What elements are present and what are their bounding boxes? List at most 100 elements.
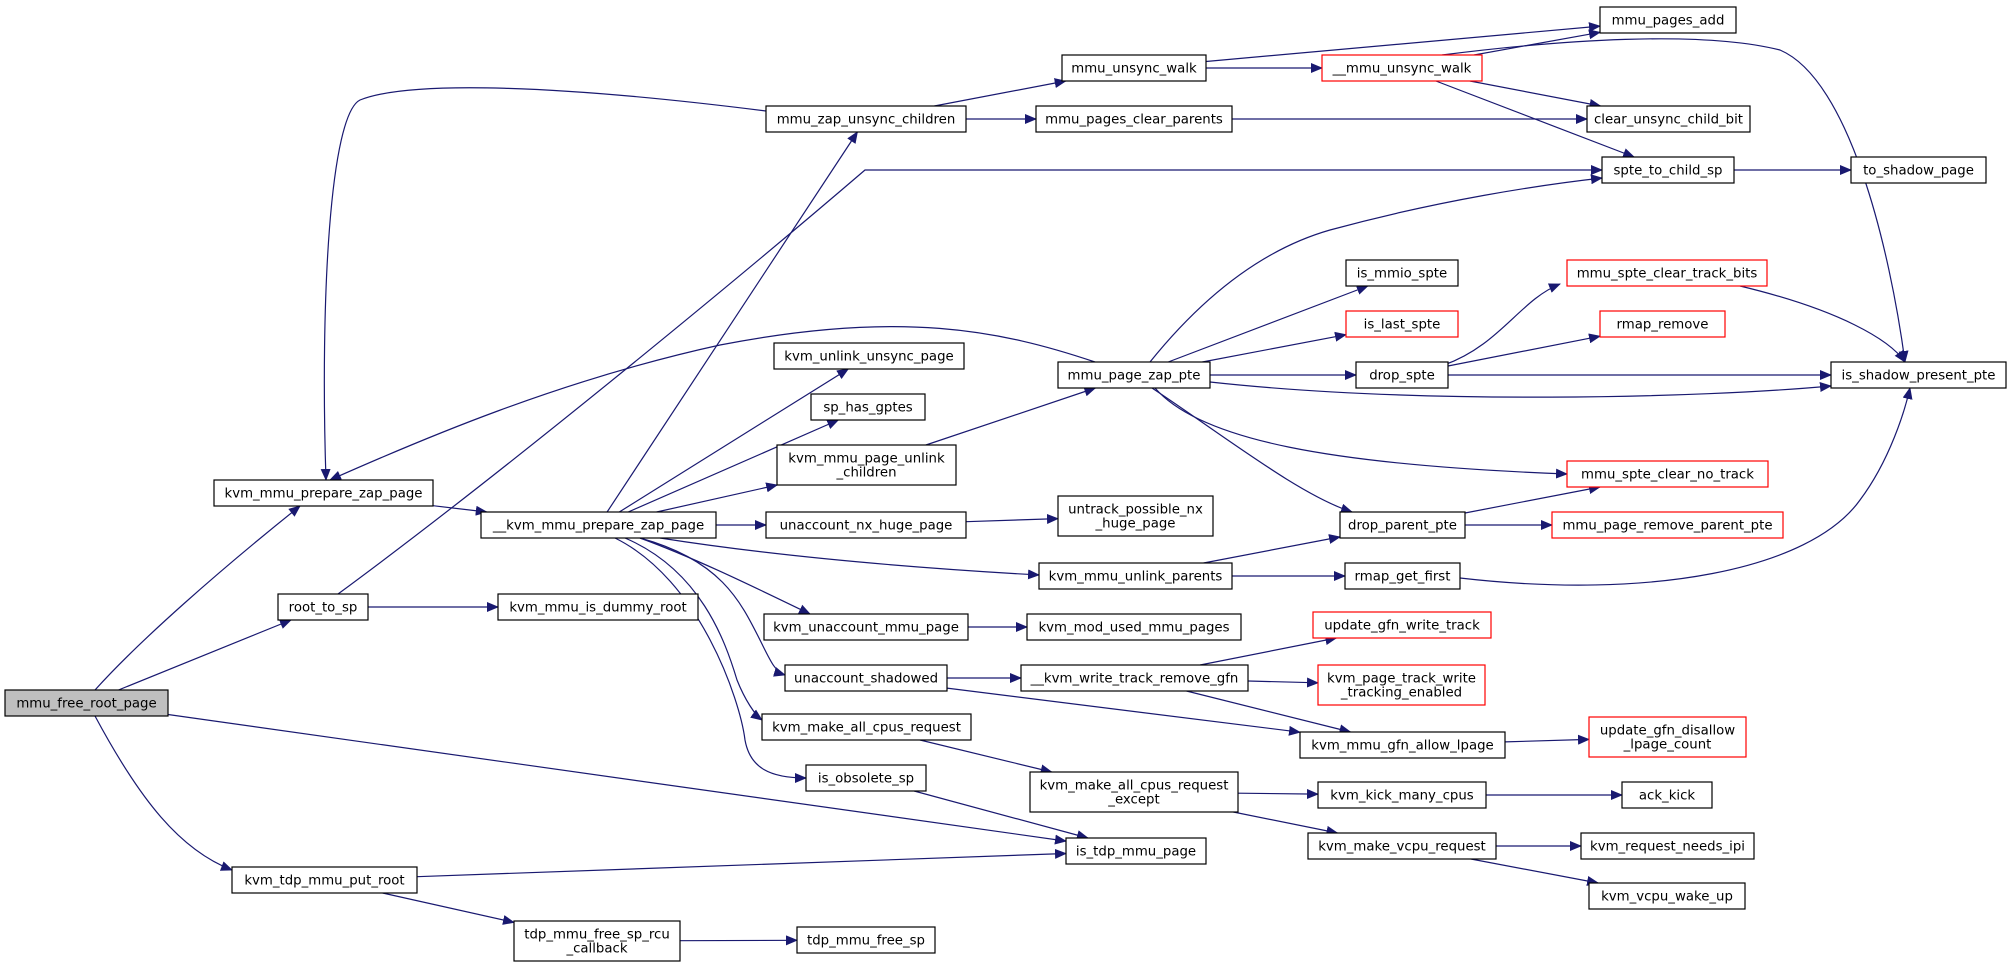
node-box[interactable] — [1065, 837, 1207, 865]
node-box[interactable] — [497, 593, 699, 621]
node-box[interactable] — [1345, 259, 1459, 287]
node-is_last_spte[interactable]: is_last_spte — [1345, 310, 1459, 338]
node-box[interactable] — [765, 511, 967, 539]
node-box[interactable] — [1850, 156, 1987, 184]
node-update_gfn_write_track[interactable]: update_gfn_write_track — [1312, 611, 1492, 639]
node-box[interactable] — [1029, 771, 1239, 813]
node-__mmu_unsync_walk[interactable]: __mmu_unsync_walk — [1321, 54, 1483, 82]
node-box[interactable] — [1599, 310, 1726, 338]
node-kvm_make_vcpu_request[interactable]: kvm_make_vcpu_request — [1307, 832, 1497, 860]
node-box[interactable] — [776, 444, 957, 486]
node-box[interactable] — [1551, 511, 1784, 539]
node-box[interactable] — [1307, 832, 1497, 860]
node-box[interactable] — [765, 105, 967, 133]
node-box[interactable] — [796, 926, 936, 954]
node-kvm_unlink_unsync_page[interactable]: kvm_unlink_unsync_page — [773, 342, 965, 370]
node-box[interactable] — [1035, 105, 1233, 133]
node-ack_kick[interactable]: ack_kick — [1621, 781, 1713, 809]
node-kvm_mmu_page_unlink_children[interactable]: kvm_mmu_page_unlink_children — [776, 444, 957, 486]
node-mmu_pages_add[interactable]: mmu_pages_add — [1599, 6, 1737, 34]
node-unaccount_nx_huge_page[interactable]: unaccount_nx_huge_page — [765, 511, 967, 539]
node-clear_unsync_child_bit[interactable]: clear_unsync_child_bit — [1586, 105, 1751, 133]
node-box[interactable] — [1026, 613, 1242, 641]
node-box[interactable] — [761, 713, 972, 741]
node-box[interactable] — [1588, 882, 1746, 910]
node-mmu_unsync_walk[interactable]: mmu_unsync_walk — [1061, 54, 1207, 82]
node-is_tdp_mmu_page[interactable]: is_tdp_mmu_page — [1065, 837, 1207, 865]
node-untrack_possible_nx_huge_page[interactable]: untrack_possible_nx_huge_page — [1057, 495, 1214, 537]
node-box[interactable] — [1586, 105, 1751, 133]
node-root_to_sp[interactable]: root_to_sp — [277, 593, 369, 621]
node-kvm_tdp_mmu_put_root[interactable]: kvm_tdp_mmu_put_root — [231, 866, 418, 894]
node-kvm_vcpu_wake_up[interactable]: kvm_vcpu_wake_up — [1588, 882, 1746, 910]
node-box[interactable] — [1339, 511, 1466, 539]
node-box[interactable] — [4, 689, 169, 717]
node-tdp_mmu_free_sp_rcu_callback[interactable]: tdp_mmu_free_sp_rcu_callback — [513, 920, 681, 962]
node-rmap_get_first[interactable]: rmap_get_first — [1344, 562, 1461, 590]
node-box[interactable] — [810, 393, 926, 421]
node-is_obsolete_sp[interactable]: is_obsolete_sp — [805, 764, 927, 792]
node-is_mmio_spte[interactable]: is_mmio_spte — [1345, 259, 1459, 287]
node-box[interactable] — [1038, 562, 1233, 590]
node-drop_spte[interactable]: drop_spte — [1355, 361, 1449, 389]
node-rmap_remove[interactable]: rmap_remove — [1599, 310, 1726, 338]
node-box[interactable] — [480, 511, 717, 539]
node-box[interactable] — [1061, 54, 1207, 82]
node-unaccount_shadowed[interactable]: unaccount_shadowed — [784, 664, 948, 692]
node-mmu_zap_unsync_children[interactable]: mmu_zap_unsync_children — [765, 105, 967, 133]
node-kvm_make_all_cpus_request[interactable]: kvm_make_all_cpus_request — [761, 713, 972, 741]
node-box[interactable] — [213, 479, 434, 507]
node-to_shadow_page[interactable]: to_shadow_page — [1850, 156, 1987, 184]
node-box[interactable] — [773, 342, 965, 370]
node-box[interactable] — [1317, 664, 1486, 706]
node-box[interactable] — [784, 664, 948, 692]
node-kvm_mod_used_mmu_pages[interactable]: kvm_mod_used_mmu_pages — [1026, 613, 1242, 641]
node-kvm_mmu_prepare_zap_page[interactable]: kvm_mmu_prepare_zap_page — [213, 479, 434, 507]
node-box[interactable] — [1621, 781, 1713, 809]
node-box[interactable] — [1317, 781, 1487, 809]
node-kvm_make_all_cpus_request_except[interactable]: kvm_make_all_cpus_request_except — [1029, 771, 1239, 813]
node-mmu_page_remove_parent_pte[interactable]: mmu_page_remove_parent_pte — [1551, 511, 1784, 539]
node-box[interactable] — [277, 593, 369, 621]
node-kvm_mmu_is_dummy_root[interactable]: kvm_mmu_is_dummy_root — [497, 593, 699, 621]
node-mmu_free_root_page[interactable]: mmu_free_root_page — [4, 689, 169, 717]
node-box[interactable] — [1588, 716, 1747, 758]
node-box[interactable] — [1057, 361, 1211, 389]
node-box[interactable] — [1355, 361, 1449, 389]
node-__kvm_mmu_prepare_zap_page[interactable]: __kvm_mmu_prepare_zap_page — [480, 511, 717, 539]
node-box[interactable] — [1601, 156, 1735, 184]
node-kvm_kick_many_cpus[interactable]: kvm_kick_many_cpus — [1317, 781, 1487, 809]
node-kvm_unaccount_mmu_page[interactable]: kvm_unaccount_mmu_page — [763, 613, 969, 641]
node-box[interactable] — [1566, 460, 1769, 488]
node-box[interactable] — [1344, 562, 1461, 590]
node-box[interactable] — [1830, 361, 2007, 389]
node-mmu_page_zap_pte[interactable]: mmu_page_zap_pte — [1057, 361, 1211, 389]
node-kvm_mmu_gfn_allow_lpage[interactable]: kvm_mmu_gfn_allow_lpage — [1299, 731, 1506, 759]
node-box[interactable] — [1020, 664, 1249, 692]
node-drop_parent_pte[interactable]: drop_parent_pte — [1339, 511, 1466, 539]
node-box[interactable] — [1312, 611, 1492, 639]
node-spte_to_child_sp[interactable]: spte_to_child_sp — [1601, 156, 1735, 184]
node-box[interactable] — [1599, 6, 1737, 34]
node-box[interactable] — [1299, 731, 1506, 759]
node-box[interactable] — [513, 920, 681, 962]
node-box[interactable] — [1566, 259, 1768, 287]
node-kvm_page_track_write_tracking_enabled[interactable]: kvm_page_track_write_tracking_enabled — [1317, 664, 1486, 706]
node-box[interactable] — [763, 613, 969, 641]
node-is_shadow_present_pte[interactable]: is_shadow_present_pte — [1830, 361, 2007, 389]
node-box[interactable] — [1345, 310, 1459, 338]
node-mmu_spte_clear_track_bits[interactable]: mmu_spte_clear_track_bits — [1566, 259, 1768, 287]
node-update_gfn_disallow_lpage_count[interactable]: update_gfn_disallow_lpage_count — [1588, 716, 1747, 758]
node-mmu_pages_clear_parents[interactable]: mmu_pages_clear_parents — [1035, 105, 1233, 133]
node-box[interactable] — [1321, 54, 1483, 82]
node-box[interactable] — [1580, 832, 1755, 860]
node-box[interactable] — [231, 866, 418, 894]
node-kvm_mmu_unlink_parents[interactable]: kvm_mmu_unlink_parents — [1038, 562, 1233, 590]
node-kvm_request_needs_ipi[interactable]: kvm_request_needs_ipi — [1580, 832, 1755, 860]
node-sp_has_gptes[interactable]: sp_has_gptes — [810, 393, 926, 421]
node-box[interactable] — [805, 764, 927, 792]
node-tdp_mmu_free_sp[interactable]: tdp_mmu_free_sp — [796, 926, 936, 954]
node-mmu_spte_clear_no_track[interactable]: mmu_spte_clear_no_track — [1566, 460, 1769, 488]
node-__kvm_write_track_remove_gfn[interactable]: __kvm_write_track_remove_gfn — [1020, 664, 1249, 692]
node-box[interactable] — [1057, 495, 1214, 537]
